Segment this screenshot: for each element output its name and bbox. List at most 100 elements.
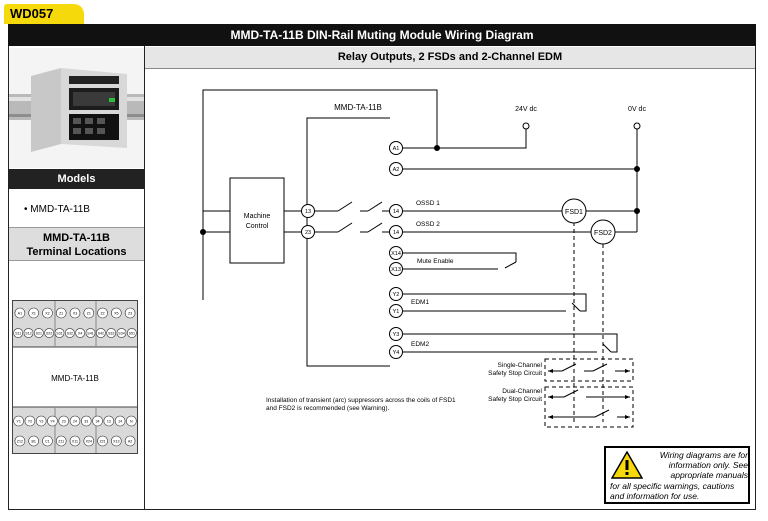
top-row-2-terminal-label: S42 [98, 331, 104, 335]
top-row-2-terminal-label: S22 [46, 331, 52, 335]
bottom-row-1-terminal-label: 14 [118, 419, 122, 423]
ossd2-label: OSSD 2 [416, 221, 440, 228]
bottom-row-2-terminal-label: X13 [113, 439, 119, 443]
top-row-2-terminal [106, 328, 117, 338]
bottom-row-1-terminal-label: Y1 [16, 419, 20, 423]
bottom-row-1-terminal [69, 415, 81, 427]
bottom-row-2-terminal-label: C1 [45, 439, 50, 443]
terminal-x13 [389, 262, 403, 276]
terminal-label-a1: A1 [393, 146, 400, 152]
bottom-row-2-terminal [124, 435, 136, 447]
bottom-row-1-terminal [114, 415, 126, 427]
bottom-row-2-terminal [111, 435, 122, 447]
top-row-1-terminal-label: Z1 [87, 311, 91, 315]
doc-code: WD057 [10, 6, 54, 21]
terminal-mc13 [301, 204, 315, 218]
bottom-row-1-terminal-label: 13 [107, 419, 111, 423]
top-row-1-terminal [111, 307, 122, 319]
bottom-row-2-terminal [83, 435, 95, 447]
bottom-row-1-terminal-label: 24 [73, 419, 77, 423]
ossd1-label: OSSD 1 [416, 200, 440, 207]
top-row-1-terminal [55, 307, 67, 319]
top-row-1-terminal [124, 307, 136, 319]
note-line-1: Installation of transient (arc) suppress… [266, 397, 456, 404]
supply-0v-label: 0V dc [628, 106, 646, 113]
doc-code-tag: WD057 [4, 4, 84, 24]
top-row-2-terminal-label: S31 [56, 331, 62, 335]
bottom-row-1-terminal [13, 415, 24, 427]
terminal-label-y3: Y3 [393, 332, 400, 338]
supply-24v-label: 24V dc [515, 106, 537, 113]
model-name: MMD-TA-11B [30, 204, 90, 215]
warning-line-1: Wiring diagrams are for [659, 450, 748, 460]
top-row-1-terminal-label: X5 [114, 311, 118, 315]
bottom-row-1-terminal-label: Y3 [39, 419, 43, 423]
warning-text-bottom: for all specific warnings, cautions and … [610, 481, 748, 501]
top-row-1-terminal [69, 307, 81, 319]
top-row-1-terminal [28, 307, 39, 319]
bottom-row-2-terminal-label: Z12 [17, 439, 23, 443]
bottom-row-1-terminal-label: 34 [96, 419, 100, 423]
bottom-row-2-terminal-label: Z11 [58, 439, 64, 443]
single-channel-label-1: Single-Channel [498, 362, 543, 369]
warning-line-4: for all specific warnings, cautions [610, 481, 735, 491]
terminal-label-t14b: 14 [393, 230, 399, 236]
terminal-label-x13: X13 [391, 267, 401, 273]
terminal-locations-header: MMD-TA-11B Terminal Locations [9, 227, 144, 261]
top-row-2-terminal [44, 328, 55, 338]
bottom-row-1-terminal-label: Y2 [28, 419, 32, 423]
top-row-2-terminal-label: S21 [36, 331, 42, 335]
fsd1-label: FSD1 [565, 209, 583, 216]
dual-channel-label-2: Safety Stop Circuit [488, 396, 542, 403]
top-row-2-terminal [126, 328, 137, 338]
terminal-y1 [389, 304, 403, 318]
top-row-2-terminal-label: S34 [118, 331, 124, 335]
terminal-a1 [389, 141, 403, 155]
top-row-1-terminal [97, 307, 108, 319]
top-row-1-terminal [83, 307, 95, 319]
bottom-row-2-terminal [69, 435, 81, 447]
top-row-2-terminal-label: S11 [15, 331, 21, 335]
bottom-row-1-terminal [35, 415, 47, 427]
warning-line-3: appropriate manuals [670, 470, 749, 480]
dual-channel-label-1: Dual-Channel [502, 388, 542, 395]
top-row-2-terminal [75, 328, 86, 338]
bottom-row-1-terminal-label: 23 [62, 419, 66, 423]
top-row-2-terminal-label: S12 [25, 331, 31, 335]
terminal-label-t14a: 14 [393, 209, 399, 215]
bottom-row-1-terminal [80, 415, 92, 427]
top-row-2-terminal [54, 328, 65, 338]
terminal-label-mc23: 23 [305, 230, 311, 236]
machine-control-label-1: Machine [244, 213, 271, 220]
model-list-item: • MMD-TA-11B [24, 204, 90, 215]
fsd2-label: FSD2 [594, 230, 612, 237]
top-row-2-terminal [13, 328, 24, 338]
top-row-1-terminal-label: A1 [18, 311, 22, 315]
top-row-1-terminal [14, 307, 26, 319]
top-row-2-terminal [85, 328, 96, 338]
edm2-label: EDM2 [411, 341, 429, 348]
top-row-1-terminal-label: Z2 [100, 311, 104, 315]
module-label: MMD-TA-11B [334, 103, 382, 112]
top-row-1-terminal-label: X1 [31, 311, 35, 315]
top-row-1-terminal-label: Z1 [59, 311, 63, 315]
product-image [9, 68, 144, 152]
bottom-row-1-terminal [126, 415, 137, 427]
sidebar [8, 46, 145, 510]
top-row-2-terminal-label: X4 [78, 331, 82, 335]
models-header: Models [9, 169, 144, 189]
top-row-2-terminal [116, 328, 127, 338]
bottom-row-1-terminal [47, 415, 58, 427]
top-row-1-terminal-label: X2 [45, 311, 49, 315]
note-line-2: and FSD2 is recommended (see Warning). [266, 405, 390, 412]
product-photo [9, 48, 144, 168]
top-row-2-terminal [33, 328, 44, 338]
terminal-y4 [389, 345, 403, 359]
bottom-row-2-terminal-label: X11 [72, 439, 78, 443]
page-title: MMD-TA-11B DIN-Rail Muting Module Wiring… [8, 24, 756, 46]
top-row-2-terminal [64, 328, 75, 338]
bottom-row-1-terminal-label: 33 [84, 419, 88, 423]
